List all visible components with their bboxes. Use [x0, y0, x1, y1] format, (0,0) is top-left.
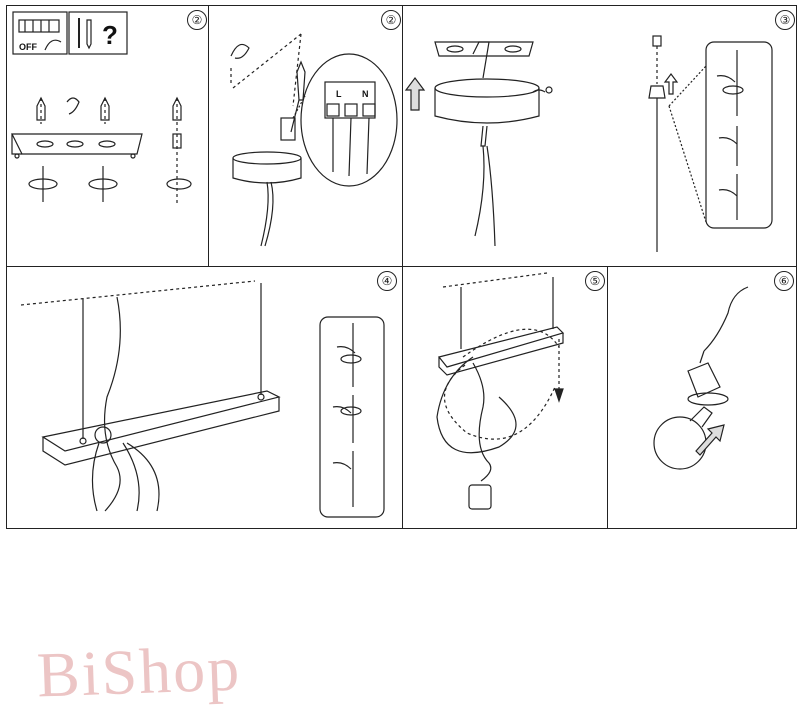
suspension-bar-illustration: [7, 267, 404, 530]
mounting-bracket-illustration: [7, 6, 210, 268]
panel-3: ③: [402, 5, 797, 267]
panel-2: ② L N: [208, 5, 403, 267]
panel-6: ⑥: [607, 266, 797, 529]
panel-5: ⑤: [402, 266, 608, 529]
watermark: BiShop: [36, 631, 243, 712]
panel-1: ② OFF ?: [6, 5, 209, 267]
cable-routing-illustration: [403, 267, 609, 530]
bulb-install-illustration: [608, 267, 798, 530]
canopy-mounting-illustration: [403, 6, 798, 268]
panel-4: ④ BiSho: [6, 266, 403, 529]
wiring-illustration: [209, 6, 404, 268]
